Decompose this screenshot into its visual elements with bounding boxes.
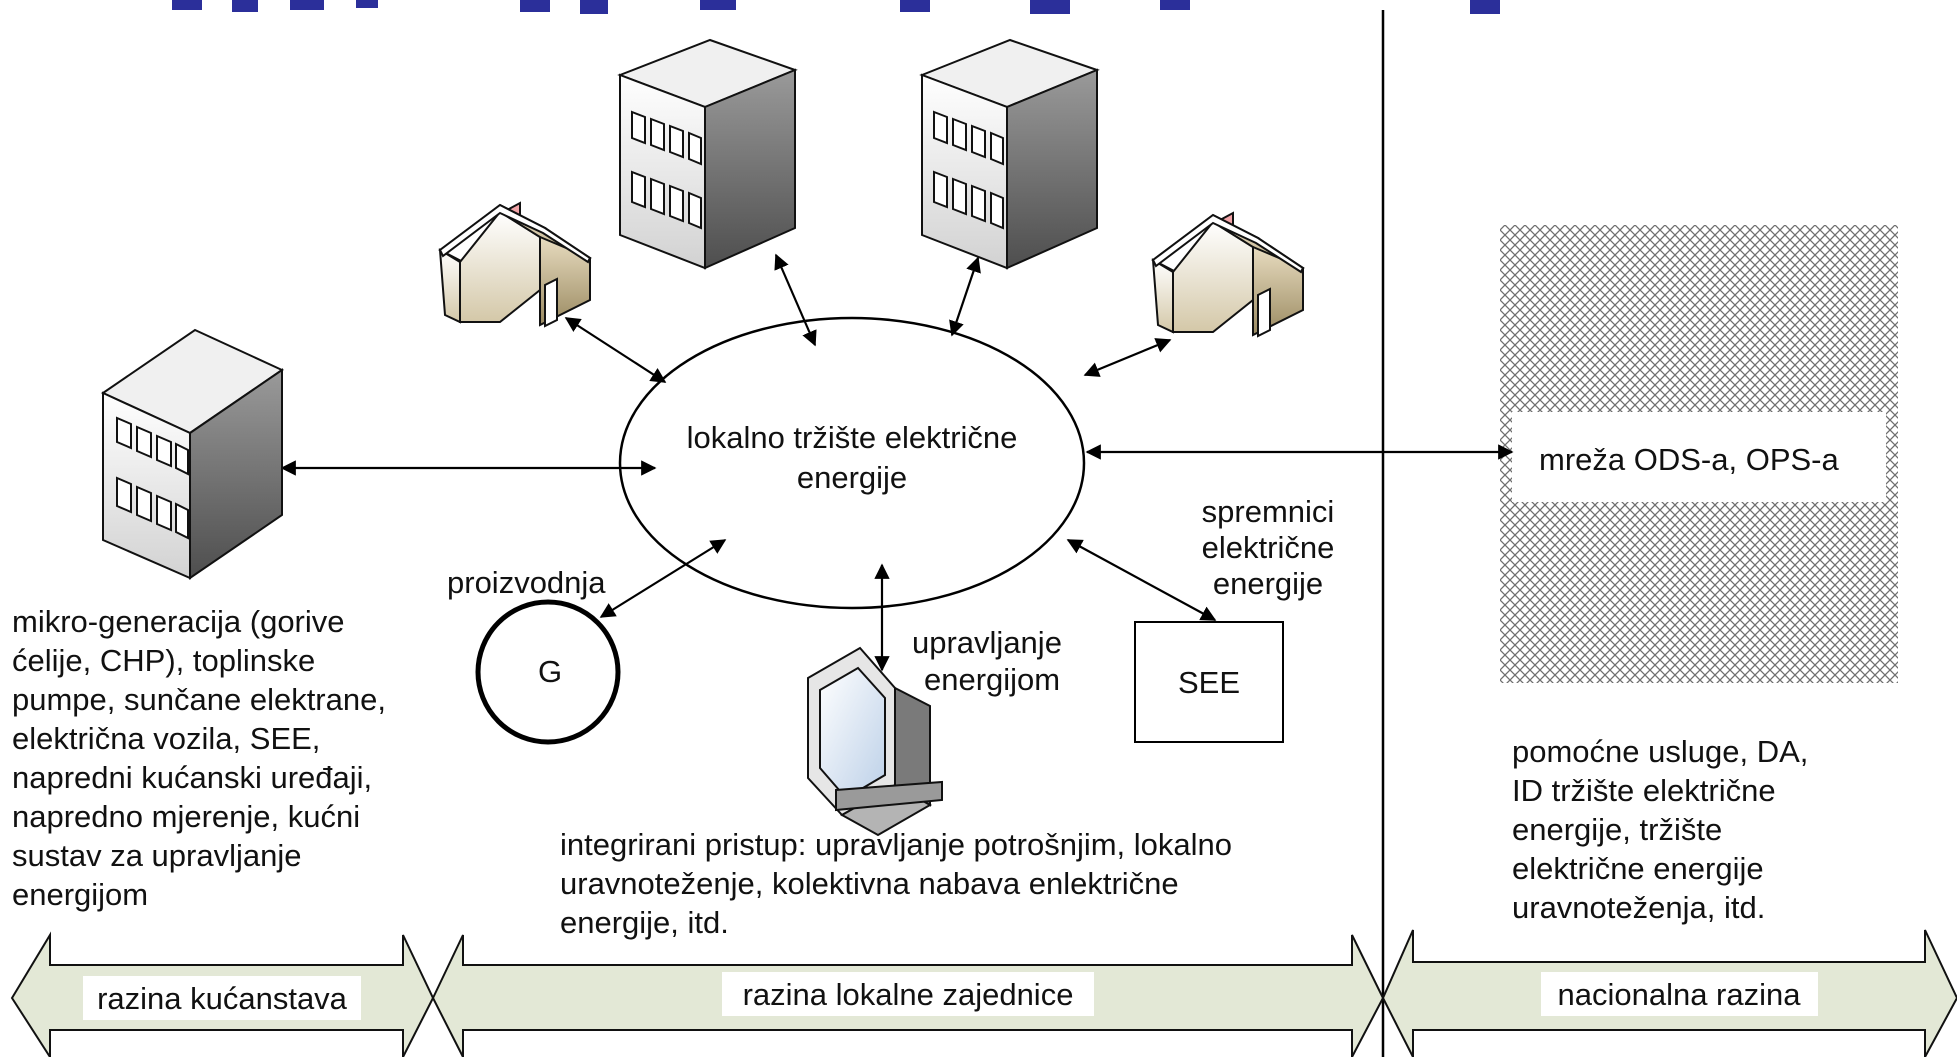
national-text-line: pomoćne usluge, DA, [1512, 734, 1808, 769]
arrow-building-3 [949, 256, 981, 337]
level-label-bg-national [1541, 972, 1818, 1016]
household-text-line: napredno mjerenje, kućni [12, 799, 360, 834]
level-label-community: razina lokalne zajednice [743, 977, 1074, 1012]
arrow-generator [599, 539, 727, 618]
level-label-bg-community [722, 972, 1094, 1016]
storage-box [1134, 621, 1284, 743]
household-text-line: pumpe, sunčane elektrane, [12, 682, 386, 717]
household-text-line: sustav za upravljanje [12, 838, 302, 873]
national-text-line: uravnoteženja, itd. [1512, 890, 1765, 925]
community-text-line: uravnoteženje, kolektivna nabava enlektr… [560, 866, 1179, 901]
household-text-line: mikro-generacija (gorive [12, 604, 345, 639]
local-market-label-line1: lokalno tržište električne [687, 420, 1018, 455]
household-building-icon [100, 328, 285, 580]
national-text-line: ID tržište električne [1512, 773, 1776, 808]
arrow-house-right [1083, 338, 1172, 377]
level-label-bg-household [83, 976, 361, 1020]
monitor-icon [807, 646, 943, 837]
title-fragment [172, 0, 1500, 14]
national-description: pomoćne usluge, DA, ID tržište električn… [1512, 734, 1808, 925]
storage-label-line2: električne [1202, 530, 1335, 565]
connectors [280, 253, 1514, 672]
household-text-line: energijom [12, 877, 148, 912]
arrow-house-left [564, 317, 667, 383]
control-label-line1: upravljanje [912, 625, 1062, 660]
national-text-line: energije, tržište [1512, 812, 1722, 847]
community-text-line: energije, itd. [560, 905, 729, 940]
building-icon-2 [919, 38, 1100, 270]
household-text-line: napredni kućanski uređaji, [12, 760, 372, 795]
house-icon-left [438, 201, 592, 328]
local-market-label-line2: energije [797, 460, 907, 495]
level-label-household: razina kućanstava [97, 981, 348, 1016]
household-description: mikro-generacija (gorive ćelije, CHP), t… [12, 604, 386, 912]
community-description: integrirani pristup: upravljanje potrošn… [560, 827, 1232, 940]
household-text-line: električna vozila, SEE, [12, 721, 320, 756]
grid-label: mreža ODS-a, OPS-a [1539, 442, 1839, 477]
control-label-line2: energijom [924, 662, 1060, 697]
generator-circle [475, 599, 621, 745]
generator-symbol: G [538, 654, 562, 689]
storage-label-line1: spremnici [1202, 494, 1335, 529]
storage-label-line3: energije [1213, 566, 1323, 601]
arrow-building-2 [774, 253, 817, 347]
storage-box-label: SEE [1178, 665, 1240, 700]
community-text-line: integrirani pristup: upravljanje potrošn… [560, 827, 1232, 862]
house-icon-right [1151, 211, 1305, 338]
level-label-national: nacionalna razina [1557, 977, 1801, 1012]
national-text-line: električne energije [1512, 851, 1764, 886]
household-text-line: ćelije, CHP), toplinske [12, 643, 315, 678]
generator-label: proizvodnja [447, 565, 606, 600]
arrow-storage [1066, 539, 1217, 621]
building-icon-1 [617, 38, 798, 270]
grid-label-box [1512, 412, 1886, 502]
